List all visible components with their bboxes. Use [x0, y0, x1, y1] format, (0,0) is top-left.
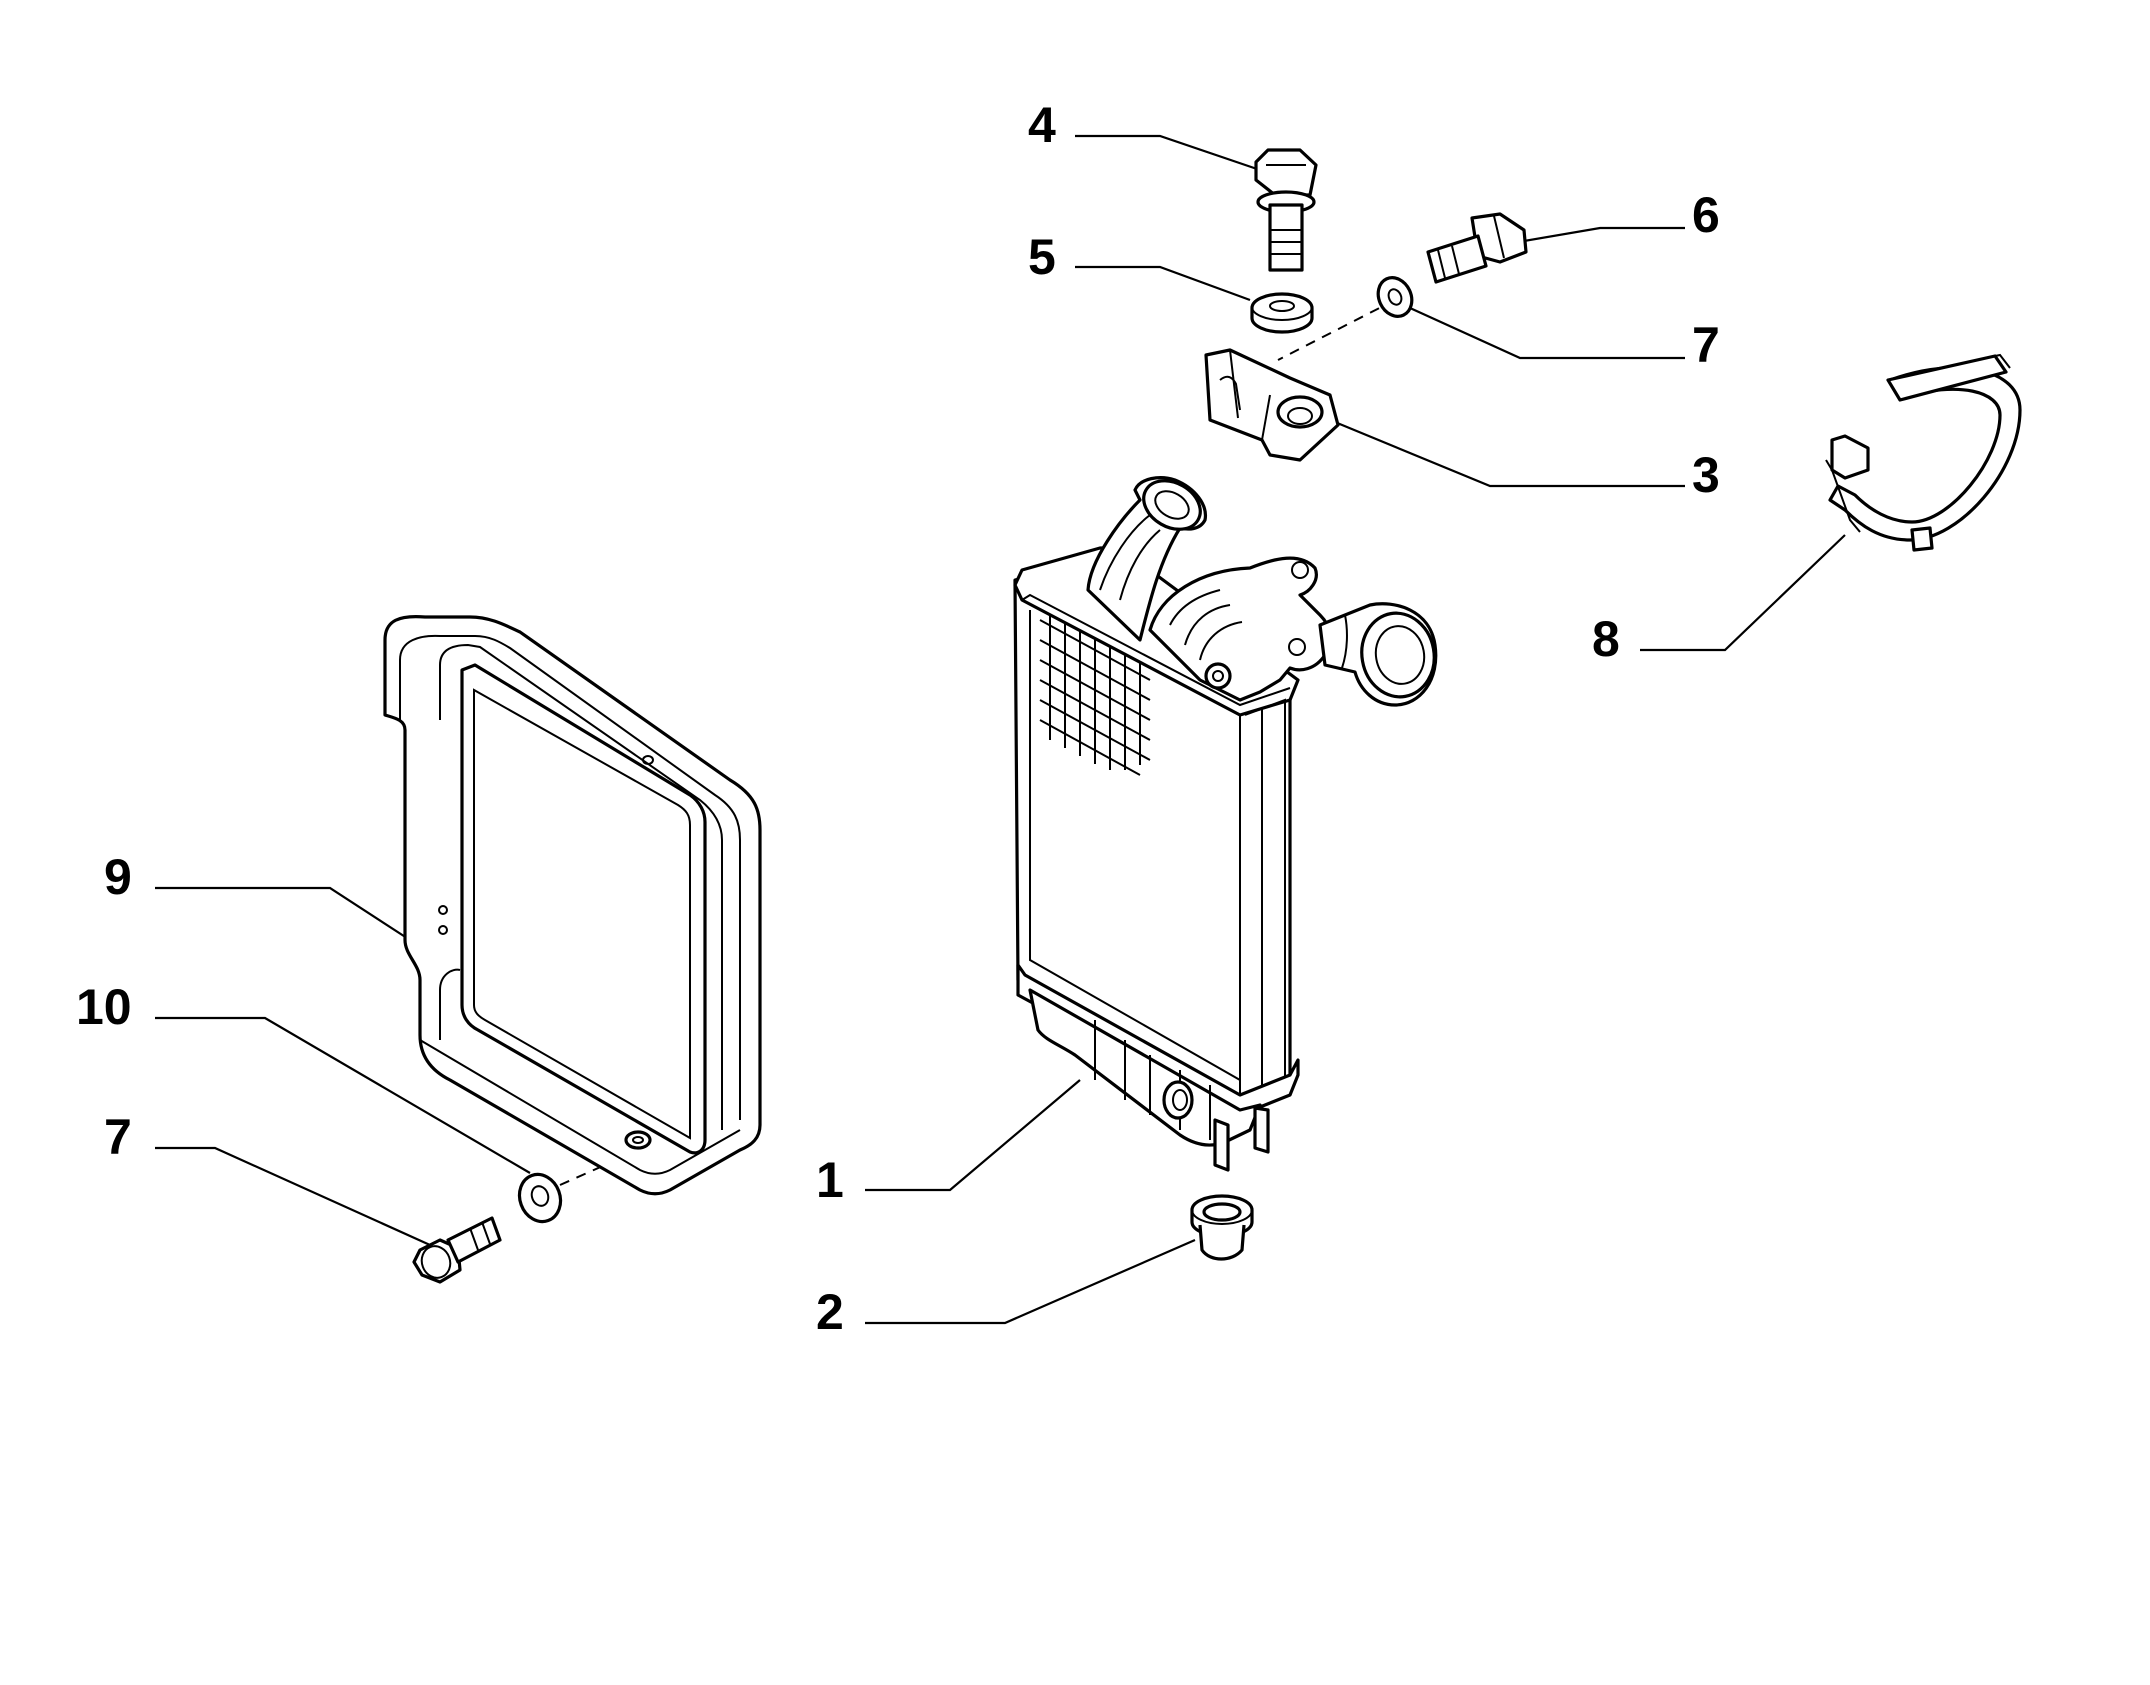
leader-7a	[1409, 306, 1685, 360]
rubber-washer-icon	[1250, 292, 1314, 334]
washer-icon	[517, 1172, 563, 1224]
leader-7b	[155, 1146, 431, 1247]
callout-2: 2	[816, 1284, 844, 1340]
callout-7-upper: 7	[1692, 317, 1720, 373]
leader-10	[155, 1016, 531, 1174]
leader-4	[1075, 134, 1261, 172]
callout-3: 3	[1692, 447, 1720, 503]
hex-bolt-icon	[412, 1216, 502, 1284]
callout-10: 10	[76, 979, 132, 1035]
callout-6: 6	[1692, 187, 1720, 243]
assembly-line-bracket	[1277, 299, 1396, 361]
intercooler-icon	[1013, 476, 1438, 1172]
callout-5: 5	[1028, 229, 1056, 285]
hex-bolt-icon	[1254, 148, 1318, 272]
strap-clamp-icon	[1825, 353, 2022, 552]
cooling-fins	[1039, 615, 1151, 776]
leader-2	[865, 1238, 1196, 1325]
leader-9	[155, 886, 411, 941]
callout-1: 1	[816, 1152, 844, 1208]
washer-icon	[1376, 276, 1414, 318]
callout-8: 8	[1592, 611, 1620, 667]
leader-lines	[155, 134, 1846, 1325]
callout-9: 9	[104, 849, 132, 905]
leader-6	[1517, 226, 1685, 244]
leader-3	[1329, 418, 1685, 488]
leader-5	[1075, 265, 1251, 302]
leader-8	[1640, 534, 1846, 652]
frame-seal-icon	[383, 614, 762, 1196]
leader-1	[865, 1079, 1081, 1192]
mounting-bracket-icon	[1204, 348, 1340, 462]
grommet-icon	[1190, 1194, 1254, 1261]
hex-bolt-icon	[1426, 212, 1528, 284]
callout-7-lower: 7	[104, 1109, 132, 1165]
callout-4: 4	[1028, 97, 1056, 153]
